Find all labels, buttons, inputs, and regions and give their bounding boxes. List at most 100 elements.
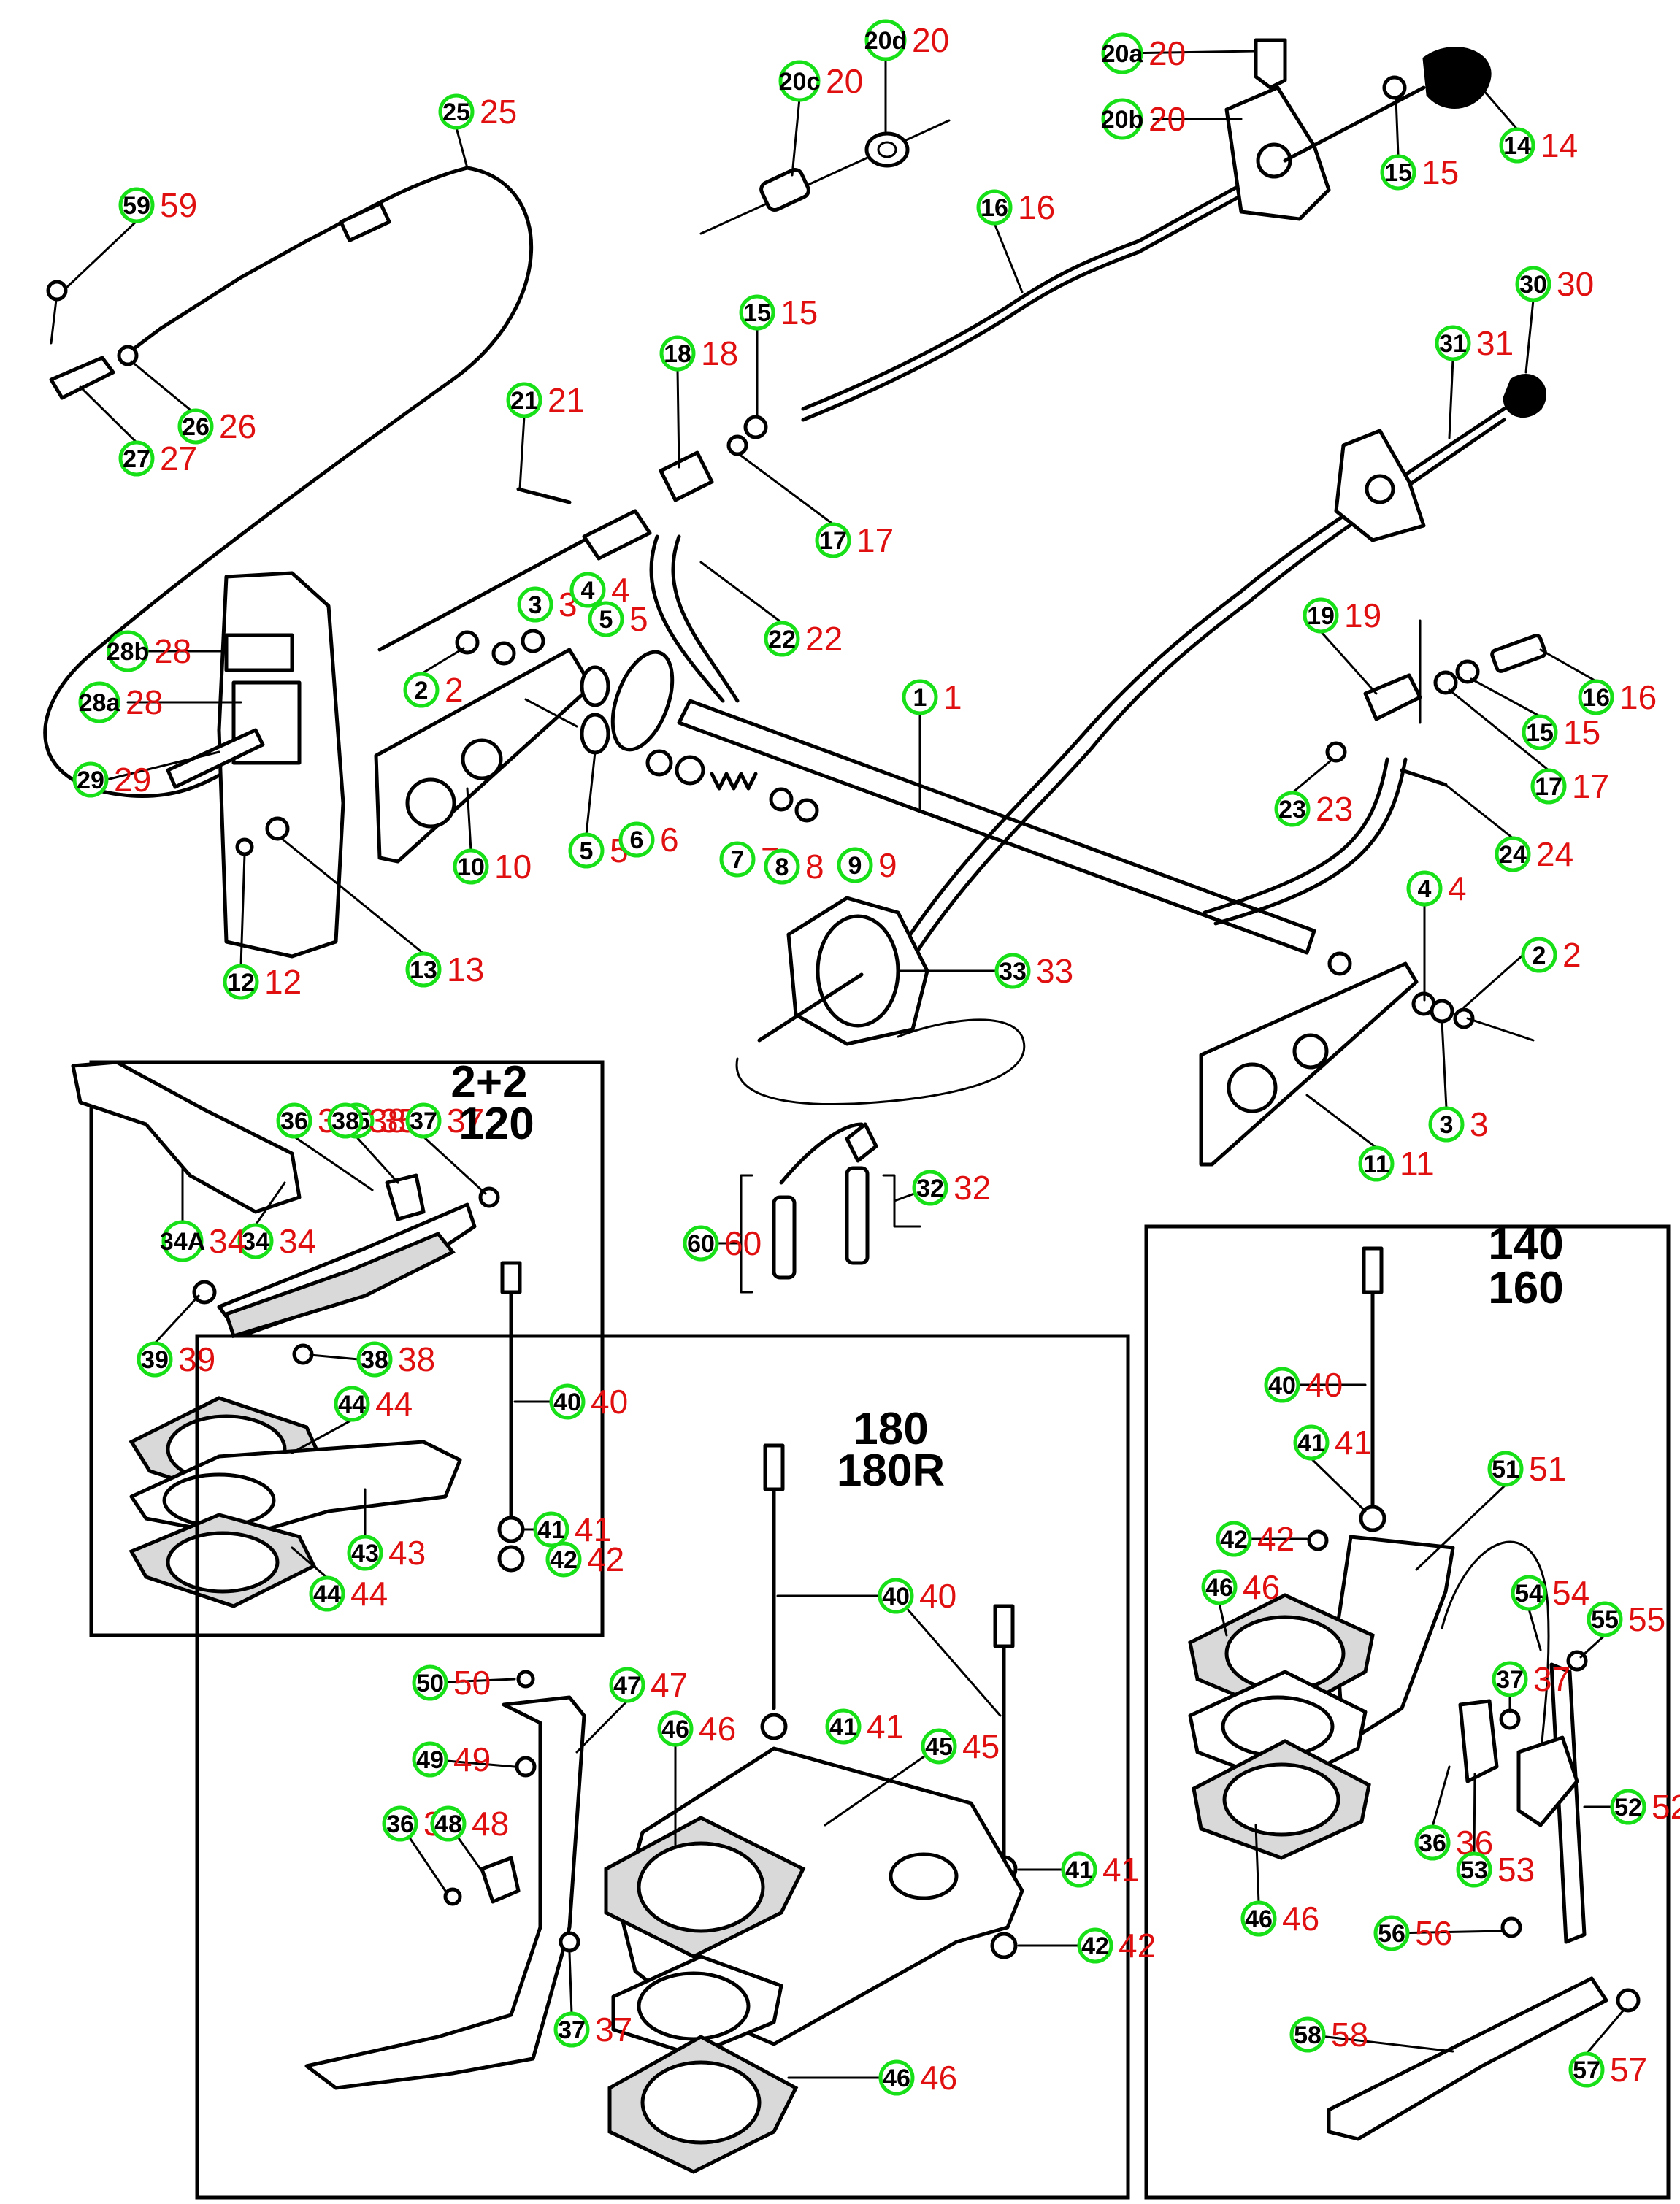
nut-57 (1616, 1988, 1641, 2013)
callout-c41b: 41 41 (825, 1708, 904, 1746)
bracket-58 (1327, 1976, 1608, 2141)
callout-number-red: 2 (445, 671, 464, 709)
callout-number-red: 14 (1541, 126, 1578, 164)
callout-number-red: 46 (1243, 1568, 1280, 1606)
callout-number: 21 (510, 387, 538, 415)
callout-number-red: 17 (1572, 767, 1609, 805)
callout-circle (878, 1578, 914, 1614)
callout-number: 2 (415, 677, 429, 704)
callout-c51: 51 51 (1487, 1450, 1566, 1488)
callout-circle (161, 1220, 204, 1262)
callout-number: 38 (331, 1107, 359, 1135)
callout-number-red: 1 (943, 678, 962, 716)
nut-37c (1499, 1708, 1521, 1730)
knob-14 (1422, 47, 1492, 109)
clip-35 (385, 1173, 426, 1221)
callout-number: 60 (687, 1230, 715, 1258)
callout-number: 28b (107, 638, 150, 666)
callout-number: 18 (664, 340, 691, 368)
callout-number-red: 60 (724, 1224, 762, 1262)
callout-number-red: 39 (178, 1340, 215, 1378)
bushing-20c (759, 167, 810, 212)
washer-6 (645, 749, 673, 777)
callout-number: 41 (537, 1516, 565, 1544)
callout-number-red: 5 (629, 600, 648, 638)
model-label-m140: 140 (1488, 1219, 1563, 1270)
spring-7 (710, 772, 758, 791)
callout-number: 16 (1582, 684, 1610, 712)
callout-number-red: 19 (1344, 596, 1381, 634)
callout-number-red: 52 (1652, 1788, 1680, 1826)
callout-circle (1101, 98, 1143, 140)
callout-circle (1522, 714, 1558, 750)
callout-number-red: 40 (919, 1577, 956, 1615)
nut-50 (516, 1670, 535, 1689)
callout-number: 42 (1220, 1526, 1248, 1554)
callout-number-red: 51 (1529, 1450, 1566, 1488)
drawing (43, 38, 1671, 2200)
callout-number-red: 37 (1533, 1660, 1570, 1698)
callout-circle (517, 586, 553, 623)
callout-circle (1380, 154, 1416, 191)
callout-circle (453, 848, 489, 885)
callout-number: 17 (1535, 773, 1562, 801)
clip-20a (1254, 38, 1287, 90)
washer-23 (1325, 741, 1347, 763)
callout-number-red: 41 (867, 1708, 904, 1746)
callout-circle (1511, 1575, 1547, 1611)
washer-17-top (726, 434, 748, 456)
callout-circle (1568, 2051, 1605, 2088)
washer-3b (1430, 999, 1454, 1024)
leader-lines (64, 50, 1630, 2079)
model-label-m180: 180 (853, 1404, 928, 1454)
callout-number: 42 (550, 1546, 578, 1574)
callout-c42c: 42 42 (1216, 1520, 1294, 1558)
callout-number: 43 (351, 1540, 379, 1567)
inset-box-180 (195, 1334, 1130, 2200)
callout-number: 1 (913, 684, 927, 712)
callout-number: 15 (1526, 719, 1554, 747)
callout-circle (1077, 1927, 1113, 1964)
callout-circle (1101, 32, 1143, 74)
callout-circle (137, 1341, 173, 1378)
callout-number: 3 (1440, 1111, 1454, 1139)
callout-number-red: 3 (1470, 1105, 1489, 1143)
callout-circle (902, 679, 938, 715)
callout-number: 41 (829, 1713, 857, 1741)
callout-number-red: 11 (1400, 1145, 1435, 1183)
callout-number-red: 38 (398, 1340, 435, 1378)
callout-circle (609, 1667, 645, 1703)
callout-number-red: 42 (1257, 1520, 1294, 1558)
washer-8 (769, 787, 794, 812)
callout-number: 51 (1492, 1456, 1519, 1483)
callout-circle (739, 294, 775, 331)
callout-circle (430, 1805, 467, 1842)
callout-number: 11 (1363, 1151, 1389, 1178)
plate-28a (231, 680, 302, 765)
callout-circle (778, 60, 821, 102)
callout-number-red: 44 (375, 1385, 413, 1423)
nut-41 (497, 1516, 525, 1543)
callout-number: 46 (661, 1716, 689, 1743)
callout-circle (118, 187, 155, 223)
callout-number: 33 (999, 958, 1027, 986)
callout-number-red: 13 (447, 951, 484, 988)
callout-circle (276, 1102, 312, 1139)
callout-circle (405, 951, 442, 988)
callout-number-red: 49 (453, 1740, 491, 1778)
